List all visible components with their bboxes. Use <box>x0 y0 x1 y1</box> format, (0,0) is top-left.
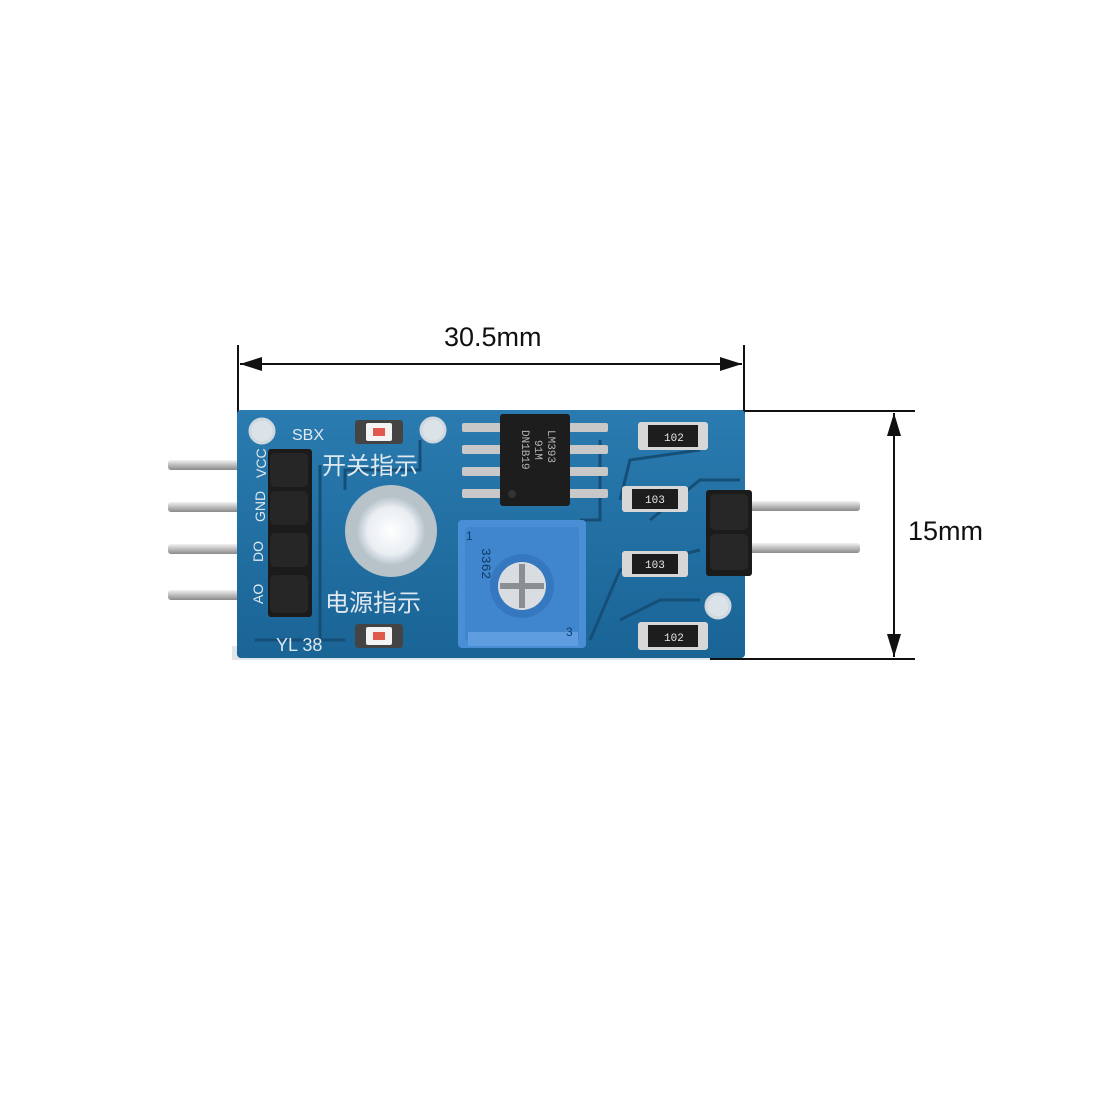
switch-led <box>355 420 403 444</box>
pot-pin-1: 1 <box>466 529 473 543</box>
right-header <box>706 490 752 576</box>
resistors <box>622 422 708 650</box>
mounting-holes <box>248 416 732 620</box>
resistor-label-top: 102 <box>664 433 684 445</box>
power-indicator-label: 电源指示 <box>325 590 421 617</box>
chip-marking-1: LM393 <box>544 430 556 463</box>
component-markings: LM393 91M DN1B19 3362 102 103 103 102 <box>478 430 684 645</box>
comparator-chip <box>462 414 608 506</box>
pot-pin-3: 3 <box>566 625 573 639</box>
pin-label-gnd: GND <box>252 491 268 522</box>
left-header <box>268 449 312 617</box>
pin-label-ao: AO <box>250 584 266 604</box>
power-led <box>355 624 403 648</box>
chip-marking-2: 91M <box>531 440 543 460</box>
width-dimension-label: 30.5mm <box>444 322 542 352</box>
right-header-pins <box>730 501 860 553</box>
resistor-label-bottom: 102 <box>664 633 684 645</box>
chip-marking-3: DN1B19 <box>518 430 530 470</box>
potentiometer <box>458 520 586 648</box>
pin-label-do: DO <box>250 541 266 562</box>
resistor-label-mid-2: 103 <box>645 560 665 572</box>
silkscreen-sbx: SBX <box>292 427 324 444</box>
silkscreen: SBX 开关指示 电源指示 YL 38 VCC GND DO AO 1 3 <box>250 427 573 655</box>
pin-label-vcc: VCC <box>253 448 269 478</box>
pot-marking: 3362 <box>478 548 493 579</box>
resistor-label-mid-1: 103 <box>645 495 665 507</box>
switch-indicator-label: 开关指示 <box>322 453 418 480</box>
height-dimension-label: 15mm <box>908 516 984 546</box>
model-label: YL 38 <box>276 635 322 655</box>
